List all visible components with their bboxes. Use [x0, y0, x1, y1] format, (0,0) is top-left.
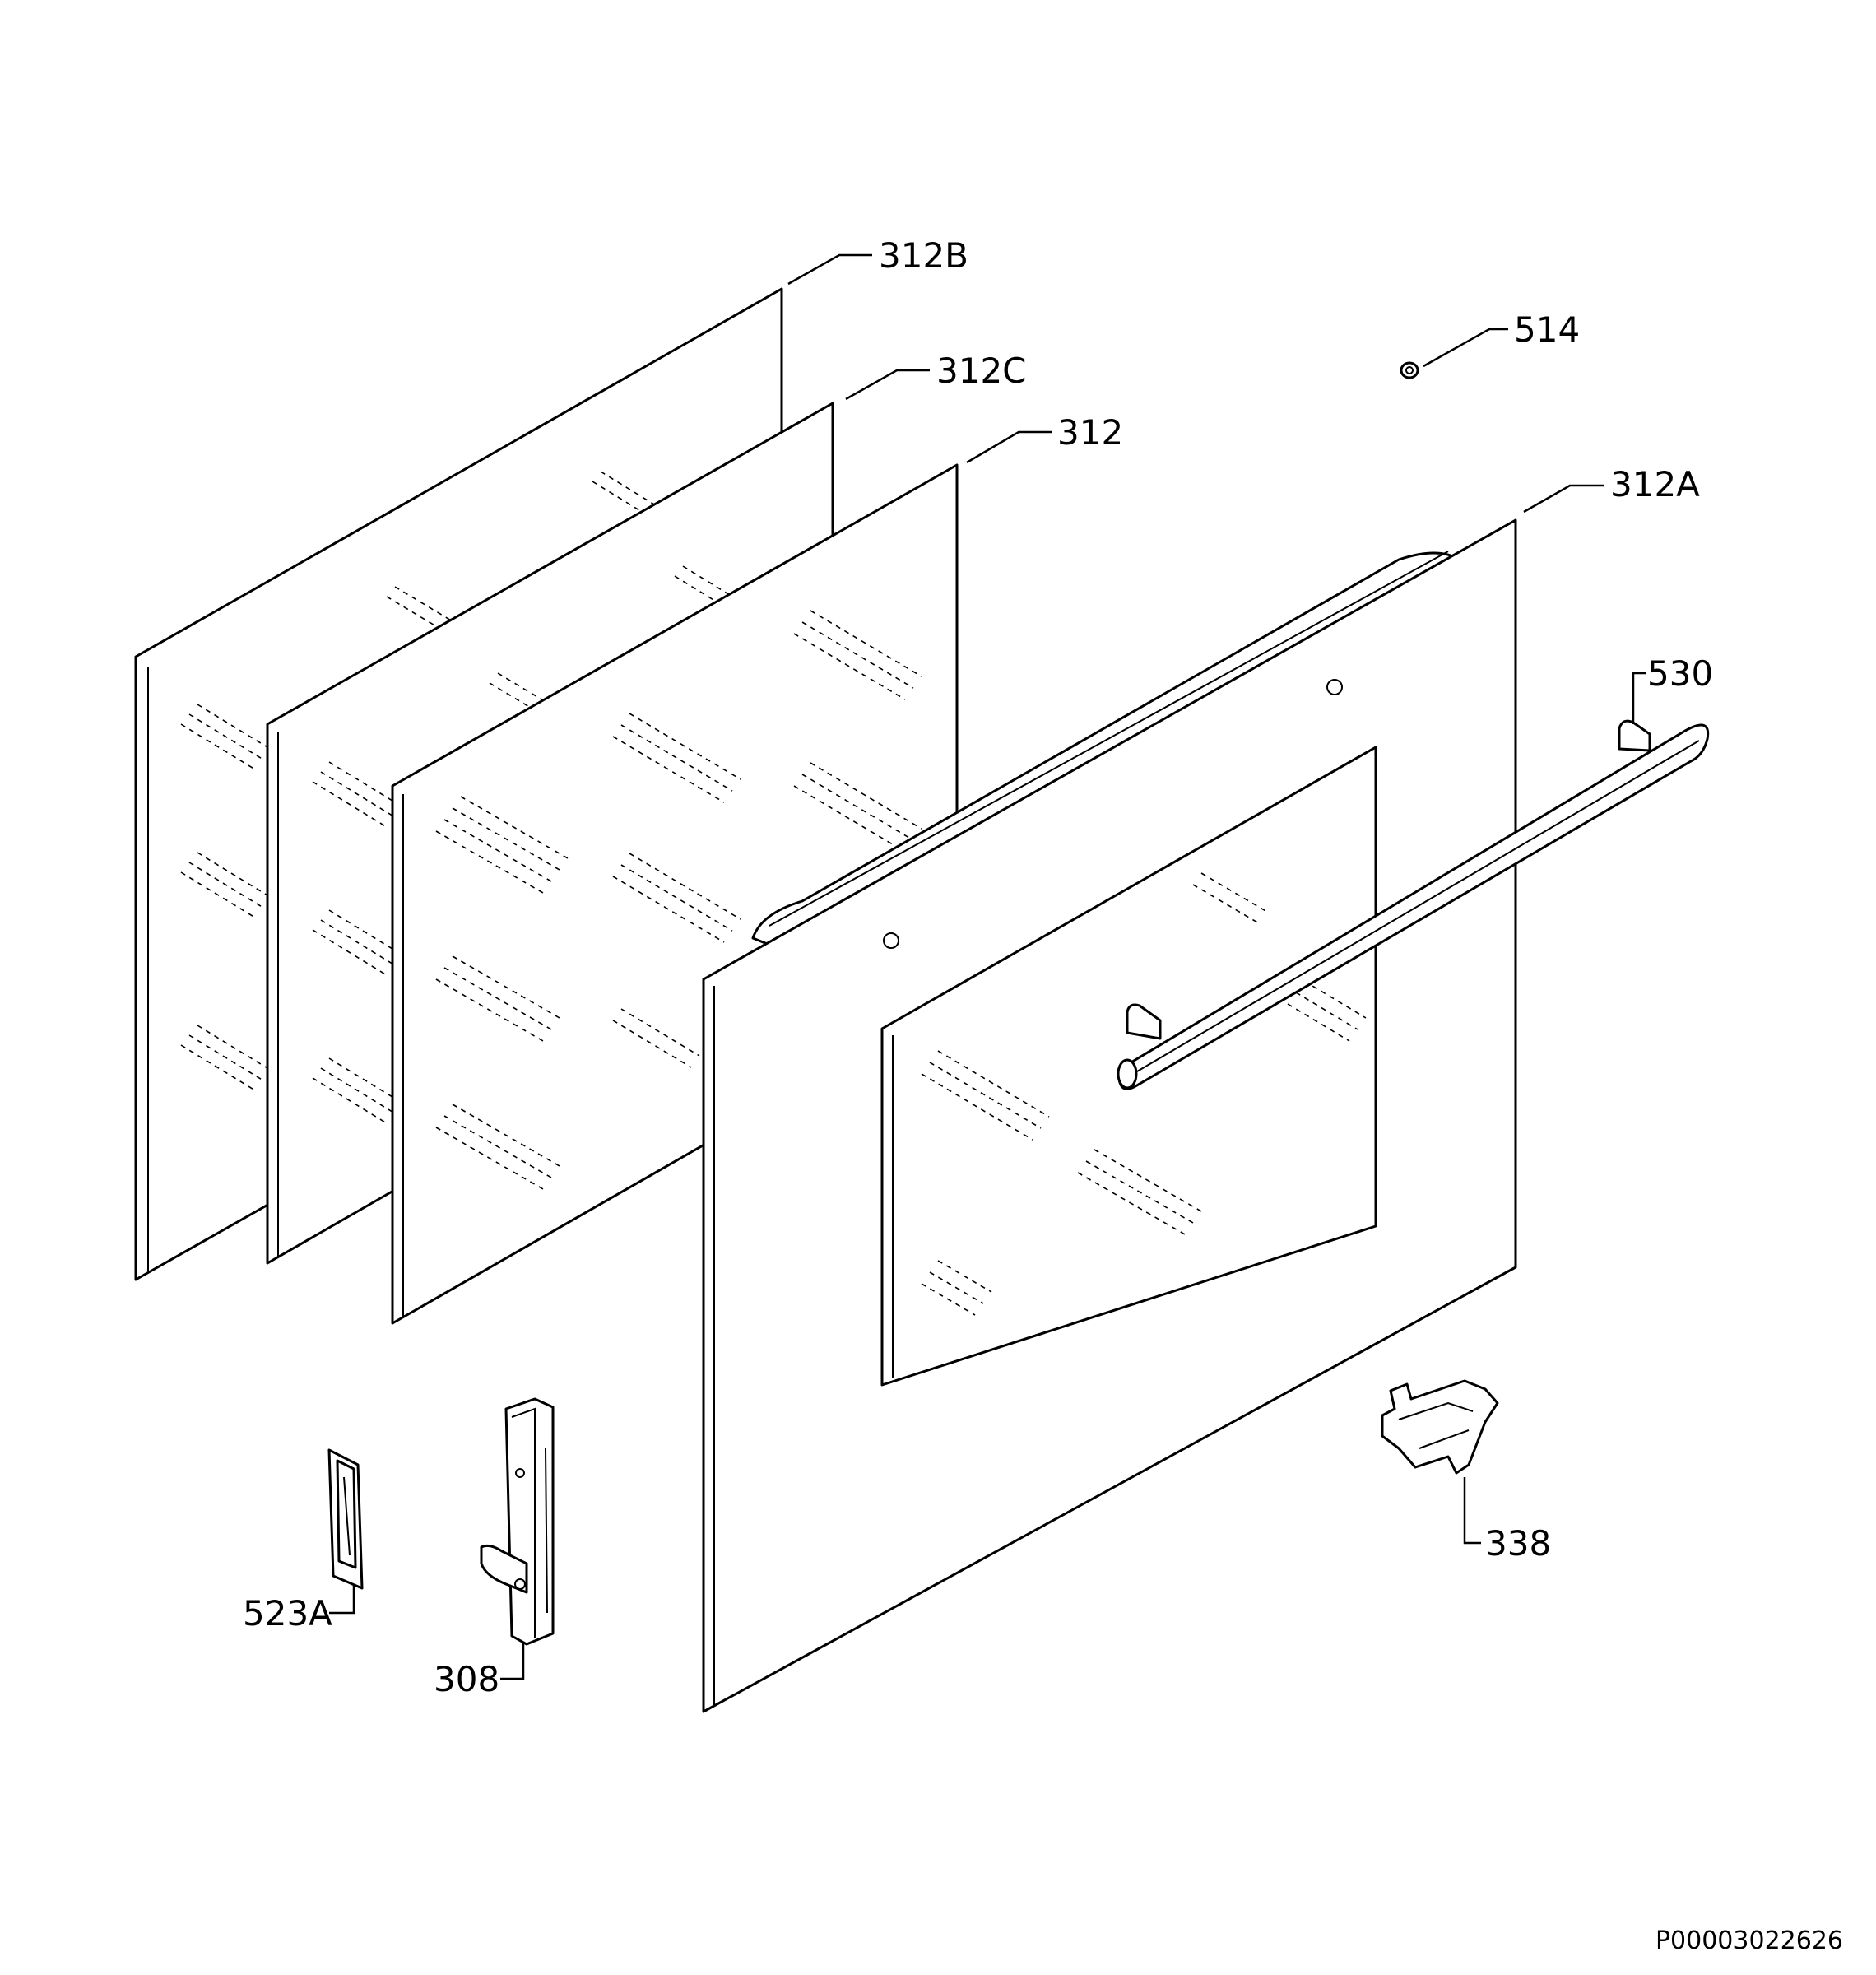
hinge-308[interactable] — [480, 1397, 555, 1646]
label-312C: 312C — [936, 351, 1027, 391]
panel-312C-hatching — [312, 565, 741, 1124]
label-338: 338 — [1485, 1523, 1551, 1564]
label-312B: 312B — [879, 235, 968, 276]
panel-312-hatching — [435, 610, 922, 1190]
label-523A: 523A — [243, 1593, 332, 1633]
door-handle-530[interactable] — [1117, 719, 1710, 1090]
screw-hole-right — [1326, 679, 1343, 695]
label-514: 514 — [1514, 309, 1580, 350]
panel-312A-hatching — [921, 872, 1367, 1316]
label-312A: 312A — [1610, 464, 1700, 504]
label-308: 308 — [434, 1659, 499, 1699]
hinge-cover-523A[interactable] — [327, 1448, 364, 1590]
leader-lines — [329, 253, 1646, 1680]
label-312: 312 — [1057, 412, 1123, 453]
label-530: 530 — [1647, 653, 1713, 694]
document-id: P00003022626 — [1655, 1926, 1843, 1955]
screw-514[interactable] — [1400, 361, 1419, 379]
screw-hole-left — [883, 932, 899, 949]
door-latch-338[interactable] — [1381, 1379, 1499, 1475]
